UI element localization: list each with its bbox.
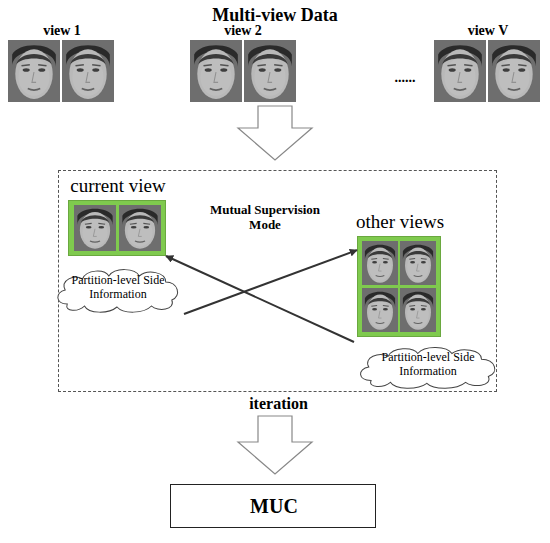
view-label: view V <box>438 23 538 39</box>
view-label: view 2 <box>193 23 293 39</box>
mode-label: Mutual Supervision Mode <box>195 203 335 233</box>
node-heading: iteration <box>219 395 339 413</box>
face-image <box>62 40 114 102</box>
node-text: Partition-level Side Information <box>68 274 168 302</box>
view-label: view 1 <box>12 23 112 39</box>
flow-arrow <box>238 106 312 160</box>
current-view-box: current view <box>68 200 166 256</box>
face-image <box>74 205 116 251</box>
other-views-box: other views <box>357 236 441 337</box>
supervision-arrow <box>184 250 357 314</box>
face-image <box>400 288 436 332</box>
face-image <box>362 241 398 285</box>
face-image <box>434 40 486 102</box>
face-image <box>488 40 540 102</box>
face-image <box>244 40 296 102</box>
flow-arrow <box>238 416 312 474</box>
node-text: Partition-level Side Information <box>373 351 483 379</box>
iteration-group-box: iterationcurrent viewPartition-level Sid… <box>58 170 497 392</box>
node-heading: other views <box>330 211 470 233</box>
face-image <box>190 40 242 102</box>
node-heading: current view <box>48 175 188 197</box>
node-text: MUC <box>184 495 364 518</box>
side-info-cloud: Partition-level Side Information <box>52 264 184 314</box>
side-info-cloud: Partition-level Side Information <box>354 342 502 390</box>
view-label: ...... <box>375 70 435 86</box>
cloud-shape <box>58 270 178 313</box>
face-image <box>119 205 161 251</box>
result-box: MUC <box>170 484 376 528</box>
supervision-arrow <box>166 256 354 342</box>
face-image <box>8 40 60 102</box>
face-image <box>362 288 398 332</box>
cloud-shape <box>361 347 495 388</box>
face-image <box>400 241 436 285</box>
diagram-title: Multi-view Data <box>175 5 375 26</box>
